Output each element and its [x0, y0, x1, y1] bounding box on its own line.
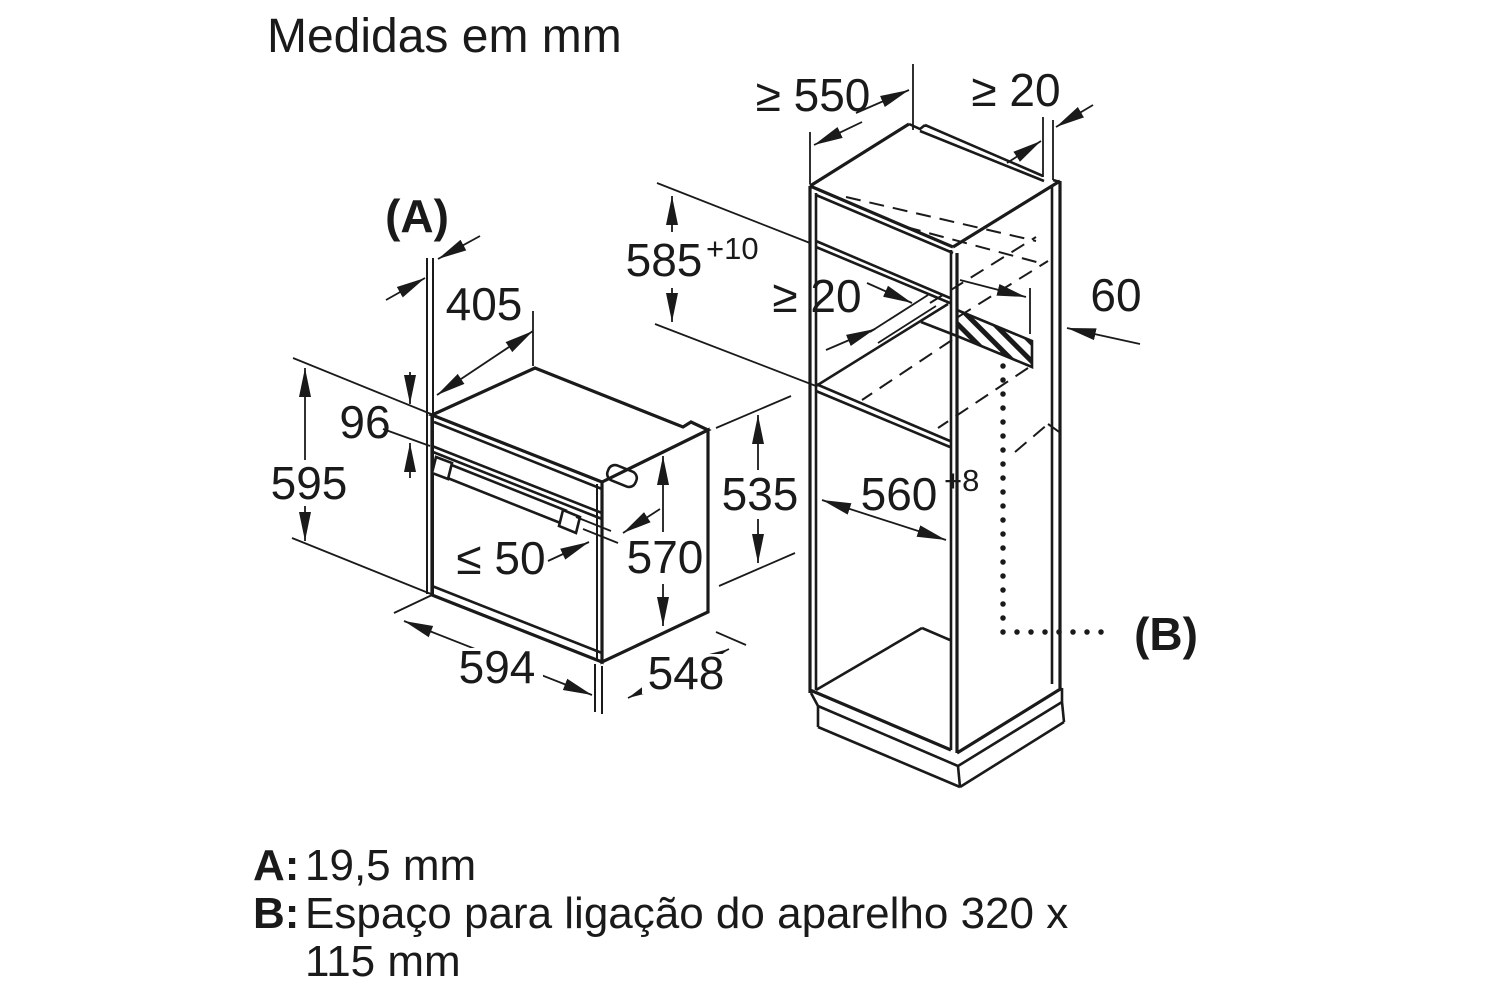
oven-side-recess-icon [605, 463, 639, 489]
label-backgrounds [272, 464, 798, 694]
dim-front-height: 595 [271, 457, 348, 509]
cabinet-panel-lines [814, 122, 1061, 750]
dim-line-niche-width [821, 499, 947, 541]
dim-line-worktop-depth-left [813, 121, 863, 146]
legend-text-b-line2: 115 mm [305, 937, 461, 986]
legend-key-b: B: [253, 889, 299, 938]
oven-extension-lines [291, 311, 796, 646]
dim-niche-width: 560 [861, 468, 938, 520]
connection-area-dotted-line [1000, 349, 1115, 635]
oven-edge-lines [426, 258, 603, 714]
dim-line-shelf-gap-right [959, 279, 1027, 298]
dim-line-handle-clearance-b [622, 508, 661, 534]
dim-line-vent-height [1066, 327, 1141, 345]
dim-front-width: 594 [459, 641, 536, 693]
legend: A: 19,5 mm B: Espaço para ligação do apa… [253, 841, 1068, 986]
dim-vent-height: 60 [1090, 269, 1141, 321]
legend-text-b-line1: Espaço para ligação do aparelho 320 x [305, 889, 1068, 938]
door-projection-arrow-upper [437, 235, 481, 260]
dim-line-worktop-depth-right [855, 89, 910, 114]
dimension-labels: (A) 405 96 595 ≤ 50 570 594 548 535 ≥ 55… [271, 64, 1198, 699]
dim-niche-height-tolerance: +10 [706, 231, 759, 266]
dim-niche-height: 585 [626, 234, 703, 286]
dim-worktop-depth: ≥ 550 [756, 69, 871, 121]
oven-handle [430, 455, 582, 535]
dim-inner-height: 570 [627, 531, 704, 583]
dim-rear-height: 535 [722, 468, 799, 520]
dim-depth: 548 [648, 647, 725, 699]
cabinet-outline [808, 122, 1063, 755]
dim-top-depth: 405 [446, 278, 523, 330]
cabinet-plinth [809, 688, 1066, 789]
vent-grille-hatch [955, 308, 1034, 369]
callout-a-label: (A) [385, 190, 449, 242]
dim-line-shelf-gap-lower [825, 328, 876, 351]
cabinet-drawing [808, 122, 1115, 789]
oven-front-details [431, 420, 603, 655]
cabinet-extension-lines [654, 64, 1054, 387]
dim-niche-width-tolerance: +8 [944, 463, 979, 498]
cabinet-dimensions [654, 64, 1141, 541]
dim-line-handle-clearance-a [547, 541, 590, 562]
door-projection-arrow-lower [385, 277, 426, 301]
legend-text-a: 19,5 mm [305, 841, 476, 890]
dim-handle-clearance: ≤ 50 [456, 532, 545, 584]
oven-drawing [426, 258, 712, 714]
dim-line-rear-gap-top-left [1006, 140, 1042, 164]
legend-key-a: A: [253, 841, 299, 890]
page-title: Medidas em mm [267, 10, 622, 63]
callout-b-label: (B) [1134, 608, 1198, 660]
dim-panel-height: 96 [339, 396, 390, 448]
dim-line-rear-gap-top-right [1055, 104, 1094, 128]
dim-line-top-depth [436, 330, 534, 396]
dim-shelf-gap: ≥ 20 [772, 270, 861, 322]
dim-line-shelf-gap-upper [866, 282, 913, 304]
dim-rear-gap-top: ≥ 20 [971, 64, 1060, 116]
